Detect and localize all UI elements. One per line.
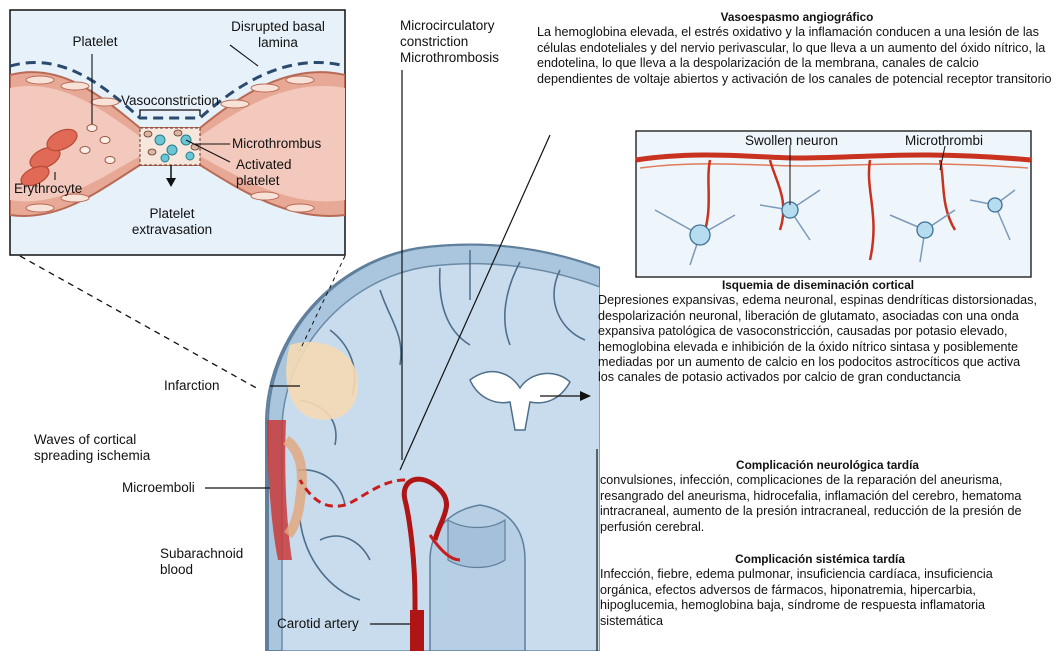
subarachnoid-blood-label: Subarachnoid blood: [160, 546, 250, 578]
platelet-extravasation-label: Platelet extravasation: [122, 206, 222, 238]
microcirculatory-line3: Microthrombosis: [400, 50, 540, 66]
microcirculatory-line1: Microcirculatory: [400, 18, 540, 34]
carotid-artery-label: Carotid artery: [277, 616, 377, 632]
section-sistemica: Complicación sistémica tardía Infección,…: [600, 552, 1040, 629]
section-isquemia: Isquemia de diseminación cortical Depres…: [598, 278, 1038, 386]
platelet-label: Platelet: [55, 34, 135, 50]
neuro-title: Complicación neurológica tardía: [600, 458, 1055, 473]
infarction-label: Infarction: [164, 378, 269, 394]
vasoconstriction-label: Vasoconstriction: [105, 93, 235, 109]
sistemica-title: Complicación sistémica tardía: [600, 552, 1040, 567]
brain-illustration: [266, 245, 600, 651]
neuro-text: convulsiones, infección, complicaciones …: [600, 473, 1055, 535]
microemboli-label: Microemboli: [122, 480, 212, 496]
section-vasoespasmo: Vasoespasmo angiográfico La hemoglobina …: [537, 10, 1057, 87]
isquemia-title: Isquemia de diseminación cortical: [598, 278, 1038, 293]
disrupted-basal-lamina-label: Disrupted basal lamina: [218, 19, 338, 51]
swollen-neuron-label: Swollen neuron: [745, 133, 855, 149]
microcirculatory-line2: constriction: [400, 34, 540, 50]
activated-platelet-label: Activated platelet: [236, 157, 316, 189]
microthrombus-label: Microthrombus: [232, 136, 342, 152]
microcirculatory-label: Microcirculatory constriction Microthrom…: [400, 18, 540, 66]
sistemica-text: Infección, fiebre, edema pulmonar, insuf…: [600, 567, 1040, 629]
section-neuro: Complicación neurológica tardía convulsi…: [600, 458, 1055, 535]
microthrombi-label: Microthrombi: [905, 133, 1015, 149]
erythrocyte-label: Erythrocyte: [14, 181, 114, 197]
vasoespasmo-title: Vasoespasmo angiográfico: [537, 10, 1057, 25]
isquemia-text: Depresiones expansivas, edema neuronal, …: [598, 293, 1038, 385]
waves-cortical-ischemia-label: Waves of cortical spreading ischemia: [34, 432, 174, 464]
vasoespasmo-text: La hemoglobina elevada, el estrés oxidat…: [537, 25, 1057, 87]
